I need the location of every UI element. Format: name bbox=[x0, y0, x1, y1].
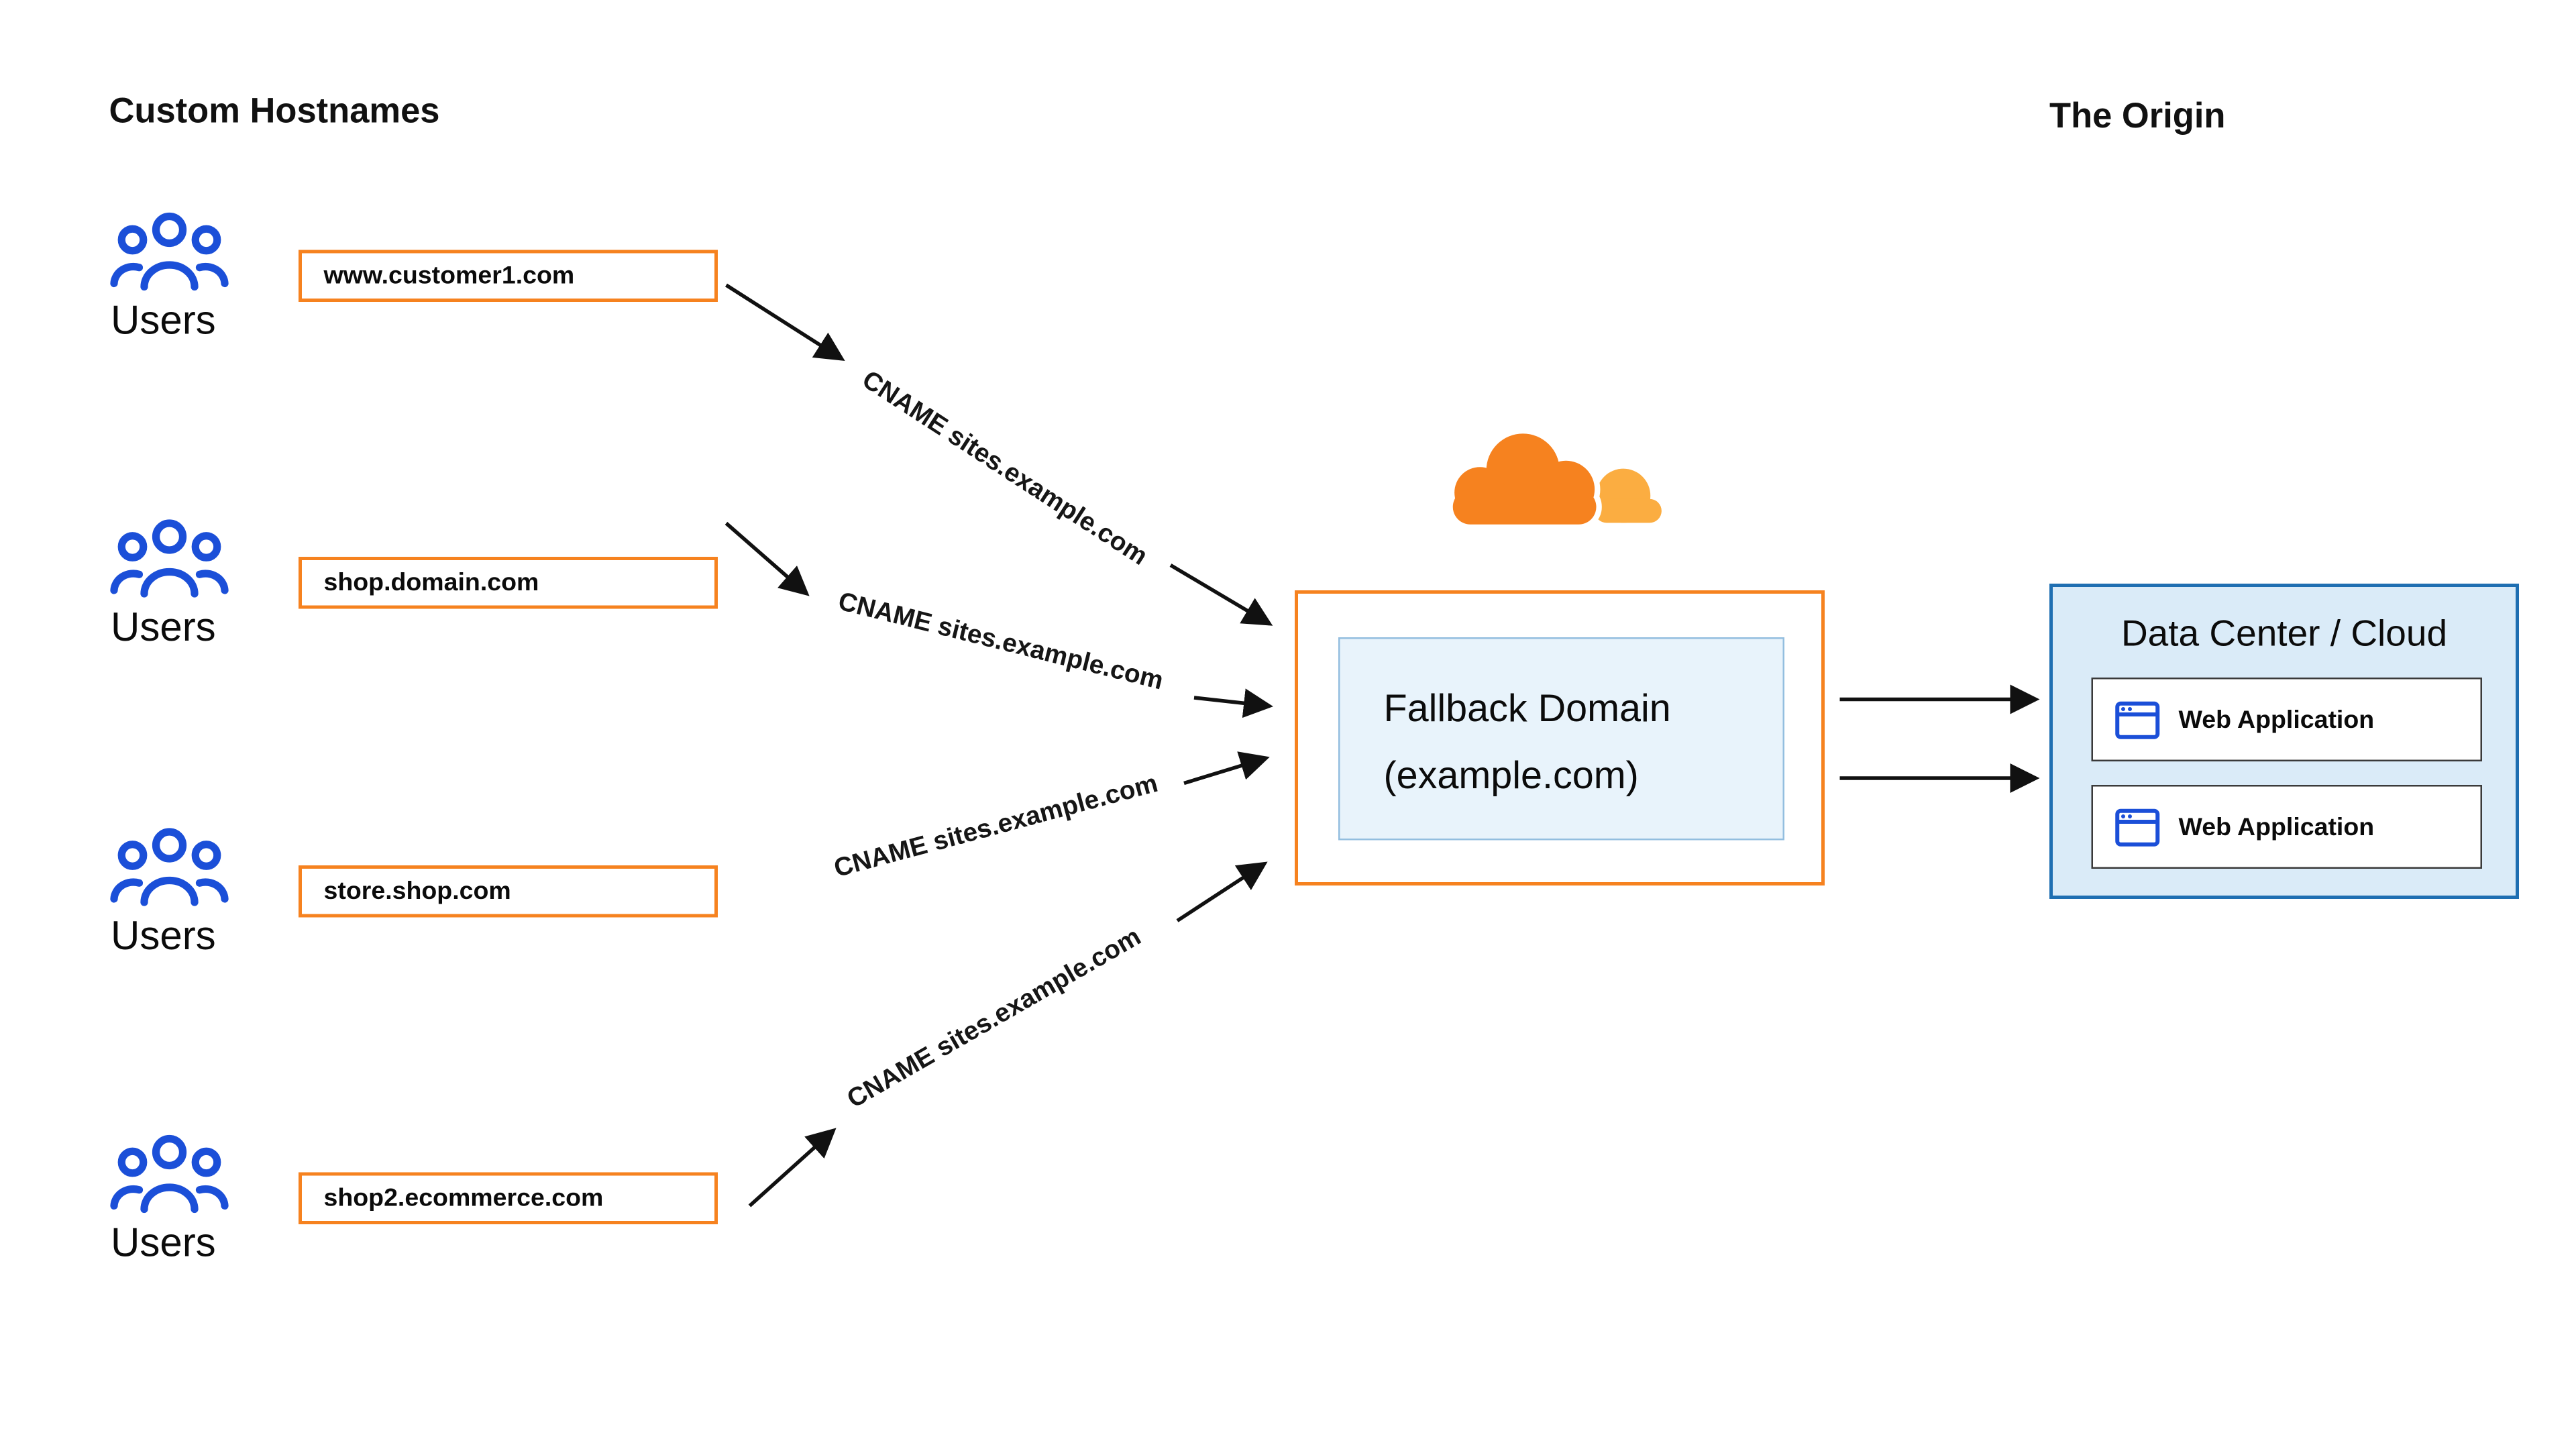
fallback-domain-line2: (example.com) bbox=[1383, 753, 1639, 797]
users-label: Users bbox=[111, 299, 216, 344]
web-application-label: Web Application bbox=[2178, 705, 2375, 734]
cname-label-2: CNAME sites.example.com bbox=[835, 587, 1166, 696]
browser-window-icon bbox=[2115, 808, 2160, 846]
arrow-row4-lead bbox=[748, 1128, 837, 1208]
hostname-row-1: Users www.customer1.com bbox=[109, 211, 747, 429]
web-application-label: Web Application bbox=[2178, 812, 2375, 841]
cloud-body bbox=[1452, 433, 1597, 525]
arrow-row4-tail bbox=[1176, 861, 1268, 922]
fallback-domain-card: Fallback Domain (example.com) bbox=[1338, 637, 1784, 841]
web-application-box-1: Web Application bbox=[2091, 678, 2482, 761]
users-icon bbox=[110, 519, 229, 598]
users-label: Users bbox=[111, 914, 216, 960]
arrow-row1-tail bbox=[1169, 564, 1273, 626]
users-label: Users bbox=[111, 1221, 216, 1267]
hostname-box-shop-domain: shop.domain.com bbox=[299, 557, 718, 609]
datacenter-box: Data Center / Cloud Web Application Web … bbox=[2049, 584, 2519, 899]
users-icon bbox=[110, 1134, 229, 1214]
web-application-box-2: Web Application bbox=[2091, 785, 2482, 869]
datacenter-title: Data Center / Cloud bbox=[2121, 612, 2448, 655]
hostname-box-store-shop: store.shop.com bbox=[299, 865, 718, 918]
cloud-tail bbox=[1595, 468, 1662, 523]
hostname-text: shop.domain.com bbox=[323, 568, 539, 598]
users-icon bbox=[110, 828, 229, 906]
hostname-row-2: Users shop.domain.com bbox=[109, 519, 747, 737]
hostname-box-customer1: www.customer1.com bbox=[299, 250, 718, 302]
arrow-row3-tail bbox=[1183, 751, 1270, 786]
hostname-text: shop2.ecommerce.com bbox=[323, 1184, 604, 1213]
arrow-row2-tail bbox=[1193, 688, 1273, 718]
browser-window-icon bbox=[2115, 700, 2160, 739]
hostname-text: store.shop.com bbox=[323, 877, 511, 906]
hostname-text: www.customer1.com bbox=[323, 262, 575, 290]
users-icon bbox=[110, 212, 229, 291]
fallback-domain-line1: Fallback Domain bbox=[1383, 686, 1671, 730]
users-label: Users bbox=[111, 605, 216, 651]
cname-label-1: CNAME sites.example.com bbox=[857, 365, 1153, 571]
cname-label-3: CNAME sites.example.com bbox=[831, 769, 1161, 883]
custom-hostnames-heading: Custom Hostnames bbox=[109, 92, 440, 131]
cname-label-4: CNAME sites.example.com bbox=[843, 922, 1146, 1114]
hostname-box-shop2-ecommerce: shop2.ecommerce.com bbox=[299, 1172, 718, 1224]
origin-heading: The Origin bbox=[2049, 97, 2226, 136]
cloudflare-cloud-icon bbox=[1447, 428, 1662, 531]
hostname-row-3: Users store.shop.com bbox=[109, 827, 747, 1045]
cloudflare-fallback-box: Fallback Domain (example.com) bbox=[1295, 590, 1825, 885]
hostname-row-4: Users shop2.ecommerce.com bbox=[109, 1134, 747, 1352]
